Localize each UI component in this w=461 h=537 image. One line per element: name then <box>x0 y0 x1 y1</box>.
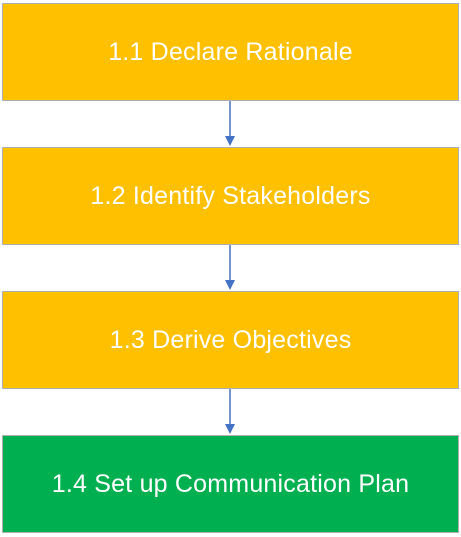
step-label-3: 1.3 Derive Objectives <box>109 325 352 354</box>
arrow-down-connector-3 <box>225 389 235 434</box>
arrow-down-connector-2 <box>225 245 235 290</box>
step-box-2: 1.2 Identify Stakeholders <box>2 147 459 245</box>
step-label-1: 1.1 Declare Rationale <box>108 37 353 66</box>
step-label-2: 1.2 Identify Stakeholders <box>90 181 371 210</box>
step-box-1: 1.1 Declare Rationale <box>2 3 459 101</box>
step-box-3: 1.3 Derive Objectives <box>2 291 459 389</box>
step-label-4: 1.4 Set up Communication Plan <box>51 469 410 498</box>
step-box-4: 1.4 Set up Communication Plan <box>2 435 459 533</box>
arrow-down-connector-1 <box>225 101 235 146</box>
